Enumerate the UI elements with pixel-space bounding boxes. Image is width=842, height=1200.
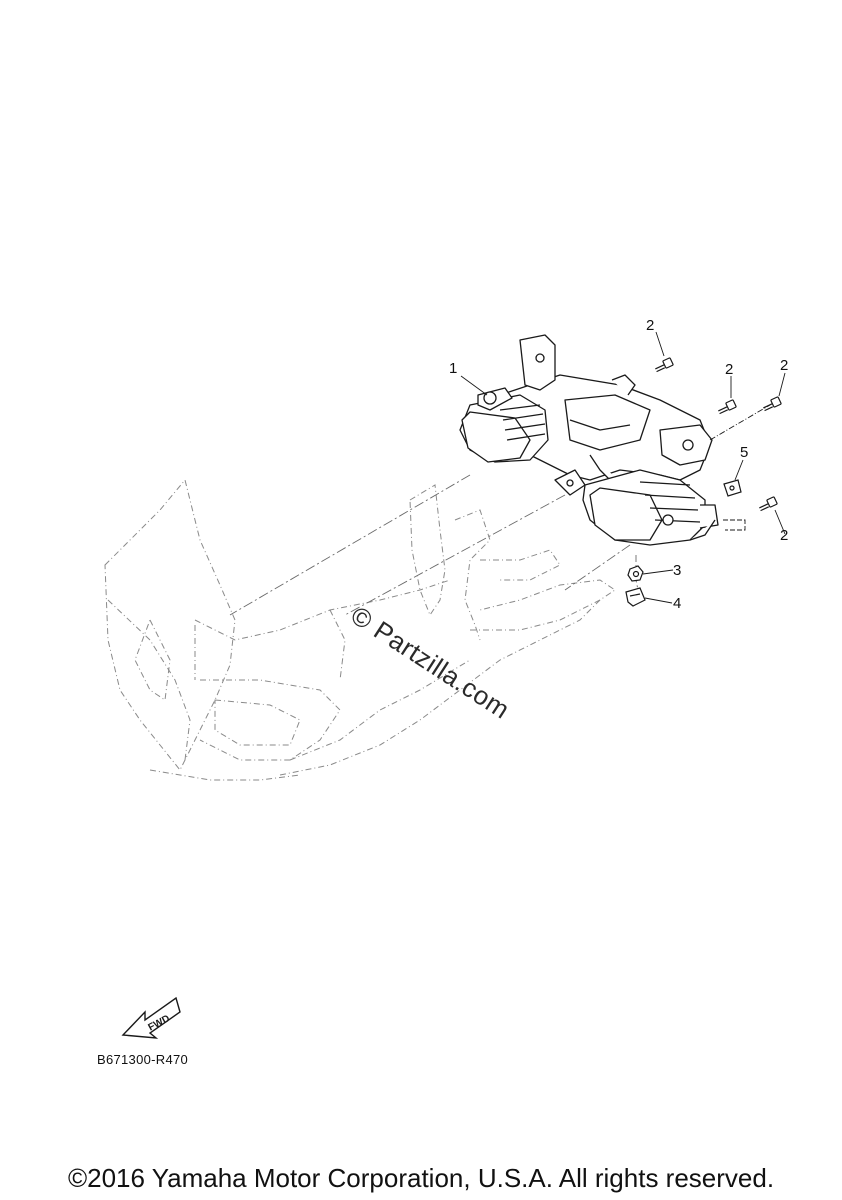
small-fasteners: [625, 479, 742, 607]
bolt-mid: [718, 399, 737, 415]
front-cowling-outline: [104, 478, 616, 781]
callout-2-lower: 2: [780, 527, 789, 544]
callout-3: 3: [673, 562, 682, 579]
assembly-guide-lines: [229, 474, 641, 616]
leader-lines: [460, 331, 786, 604]
clip-nut: [625, 587, 646, 607]
fwd-arrow-icon: FWD: [121, 996, 181, 1039]
bolt-right: [763, 396, 782, 412]
callout-2-right: 2: [780, 357, 789, 374]
callout-4: 4: [673, 595, 682, 612]
headlight-assembly: [459, 334, 719, 546]
callout-2-top: 2: [646, 317, 655, 334]
copyright-notice: ©2016 Yamaha Motor Corporation, U.S.A. A…: [67, 1163, 775, 1193]
drawing-code: B671300-R470: [97, 1052, 189, 1067]
bolt-parts: [655, 357, 782, 512]
callout-1: 1: [449, 360, 458, 377]
callout-5: 5: [740, 444, 749, 461]
bolt-top: [655, 357, 674, 373]
bolt-lower: [759, 496, 778, 512]
callout-2-mid: 2: [725, 361, 734, 378]
